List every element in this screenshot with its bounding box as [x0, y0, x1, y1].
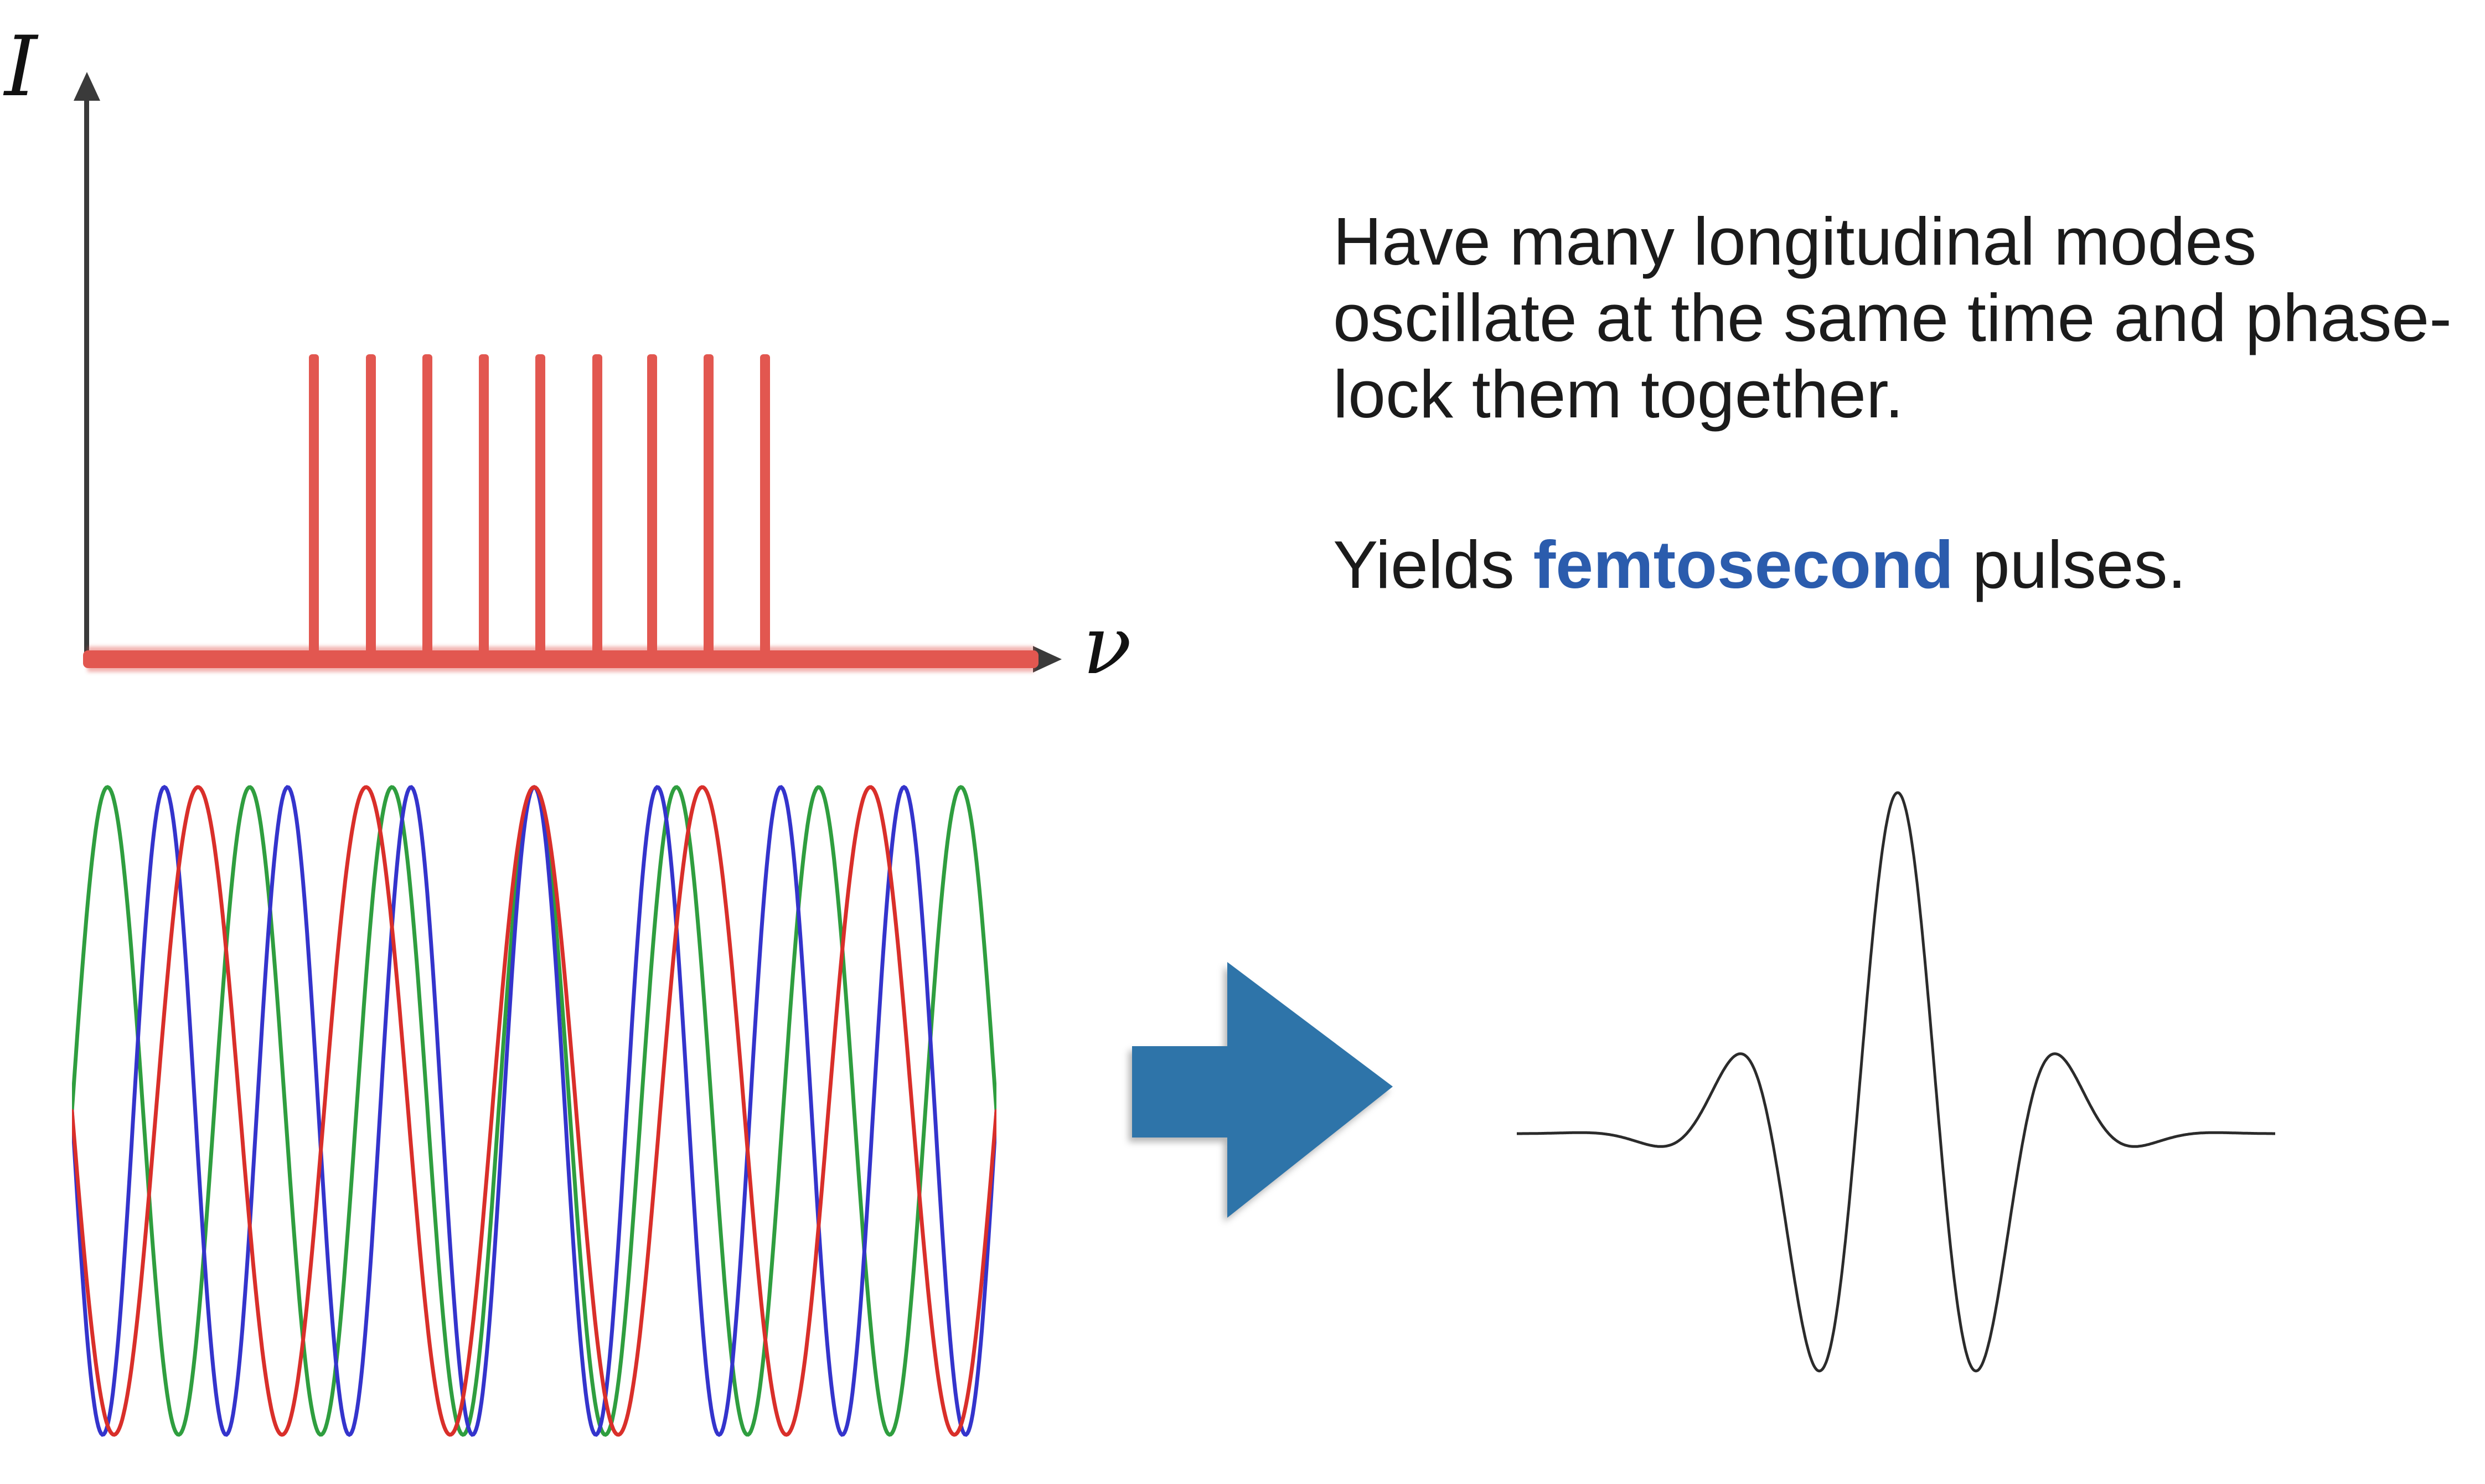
longitudinal-modes-waves-plot — [72, 785, 996, 1437]
mode-spike — [592, 354, 602, 664]
right-arrow-icon — [1132, 962, 1393, 1218]
mode-spike — [760, 354, 770, 664]
sine-wave-red-mode — [72, 785, 996, 1437]
noisy-baseline — [83, 650, 1039, 668]
yields-suffix: pulses. — [1953, 526, 2187, 602]
mode-spike — [535, 354, 545, 664]
femtosecond-highlight: femtosecond — [1533, 526, 1954, 602]
right-arrow-shape — [1132, 962, 1393, 1218]
mode-spike — [647, 354, 657, 664]
mode-spike — [309, 354, 319, 664]
caption-line: oscillate at the same time and phase- — [1333, 280, 2452, 355]
y-axis-arrowhead-up-icon — [74, 72, 100, 101]
mode-spike — [422, 354, 432, 664]
caption-line: lock them together. — [1333, 356, 1904, 432]
mode-spike — [479, 354, 489, 664]
caption-text-block: Have many longitudinal modes oscillate a… — [1333, 204, 2457, 603]
y-axis-line — [84, 97, 89, 661]
mode-spectrum-plot: I ν — [0, 0, 1246, 775]
mode-spike — [366, 354, 376, 664]
femtosecond-pulse-plot — [1517, 791, 2275, 1373]
x-axis-label-frequency: ν — [1083, 599, 1132, 692]
yields-line: Yields femtosecond pulses. — [1333, 527, 2457, 603]
y-axis-label-intensity: I — [4, 19, 38, 115]
pulse-waveform-line — [1517, 791, 2275, 1373]
caption-line: Have many longitudinal modes — [1333, 204, 2257, 279]
mode-spike — [704, 354, 714, 664]
yields-prefix: Yields — [1333, 526, 1533, 602]
sine-wave-blue-mode — [72, 785, 996, 1437]
